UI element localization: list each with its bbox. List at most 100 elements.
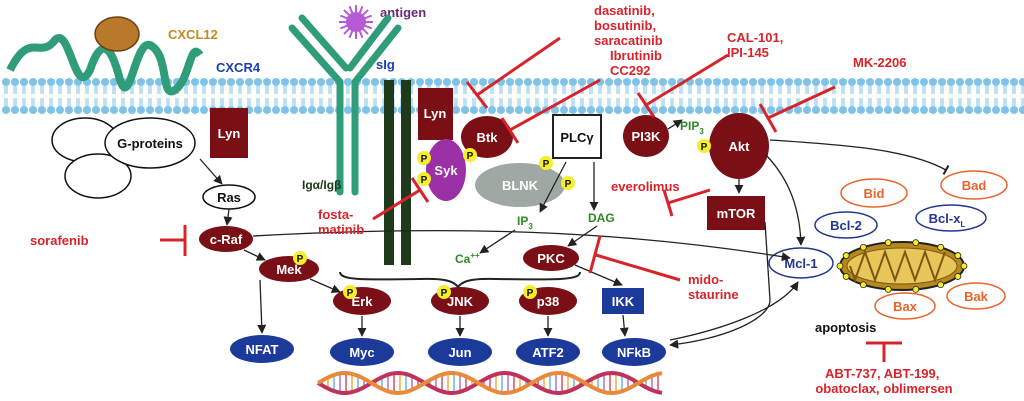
pip3-label: PIP3 [680, 119, 704, 136]
ibrutinib-label: Ibrutinib CC292 [610, 48, 666, 78]
lyn-left-box [210, 108, 248, 158]
svg-text:P: P [565, 179, 572, 190]
everolimus-label: everolimus [611, 179, 680, 194]
atf2-label: ATF2 [532, 345, 564, 360]
mtor-box [707, 196, 765, 230]
bad-label: Bad [962, 178, 987, 193]
jnk-label: JNK [447, 294, 474, 309]
btk-node [461, 116, 513, 158]
blnk-label: BLNK [502, 178, 539, 193]
igb-bar [401, 80, 411, 265]
mito-pore-dot [836, 262, 844, 270]
bax-node [874, 292, 936, 320]
svg-text:P: P [441, 288, 448, 299]
svg-text:P: P [421, 175, 428, 186]
svg-text:P: P [347, 288, 354, 299]
phospho-marker: P [697, 139, 711, 153]
ikk-box [602, 288, 644, 314]
svg-text:P: P [297, 254, 304, 265]
g-protein-circle-3 [104, 117, 196, 169]
cell-membrane [2, 78, 1024, 114]
bcl2-node [814, 211, 878, 239]
mito-pore-dot [884, 285, 892, 293]
phospho-marker: P [437, 285, 451, 299]
mito-pore-dot [937, 243, 945, 251]
pkc-node [523, 245, 579, 271]
svg-text:P: P [421, 154, 428, 165]
iga-bar [384, 80, 394, 265]
bak-node [946, 282, 1006, 310]
ikk-label: IKK [612, 294, 635, 309]
g-proteins-label: G-proteins [117, 136, 183, 151]
mitochondrion-icon [839, 241, 965, 291]
erk-label: Erk [352, 294, 374, 309]
nfkb-node [602, 338, 666, 366]
bclxl-label: Bcl-xL [929, 211, 966, 229]
mito-pore-dot [937, 281, 945, 289]
jun-node [428, 338, 492, 366]
phospho-marker: P [539, 156, 553, 170]
dag-label: DAG [588, 211, 615, 225]
fostamatinib-label: fosta- matinib [318, 207, 364, 237]
lyn-right-label: Lyn [424, 106, 447, 121]
lyn-left-label: Lyn [218, 126, 241, 141]
bak-label: Bak [964, 289, 989, 304]
myc-node [330, 338, 394, 366]
mito-pore-dot [859, 243, 867, 251]
svg-text:P: P [527, 288, 534, 299]
cxcl12-ligand [94, 16, 140, 52]
svg-text:P: P [467, 151, 474, 162]
ca-label: Ca++ [455, 251, 480, 266]
mito-pore-dot [960, 262, 968, 270]
plcg-label: PLCγ [560, 130, 594, 145]
nfat-node [230, 335, 294, 363]
mito-pore-dot [842, 273, 850, 280]
mk2206-label: MK-2206 [853, 55, 906, 70]
ip3-label: IP3 [517, 214, 533, 231]
mito-pore-dot [954, 252, 962, 259]
cxcr4-label: CXCR4 [216, 60, 261, 75]
dasatinib-label: dasatinib, bosutinib, saracatinib [594, 3, 663, 48]
sig-receptor [288, 14, 402, 196]
mtor-label: mTOR [717, 206, 756, 221]
inhibitor-lines [160, 36, 902, 362]
bclxl-node [915, 204, 987, 232]
cxcl12-label: CXCL12 [168, 27, 218, 42]
lyn-right-box [418, 88, 453, 140]
mito-pore-dot [842, 252, 850, 259]
antigen-label: antigen [380, 5, 426, 20]
bcl2-label: Bcl-2 [830, 218, 862, 233]
mito-pore-dot [954, 273, 962, 280]
bid-node [840, 178, 908, 208]
myc-label: Myc [349, 345, 374, 360]
craf-node [199, 226, 253, 252]
phospho-marker: P [293, 251, 307, 265]
svg-text:P: P [543, 159, 550, 170]
nfkb-label: NFkB [617, 345, 651, 360]
phospho-marker: P [417, 151, 431, 165]
sorafenib-label: sorafenib [30, 233, 89, 248]
pi3k-node [623, 115, 669, 157]
craf-label: c-Raf [210, 232, 243, 247]
akt-label: Akt [729, 139, 751, 154]
nfat-label: NFAT [246, 342, 279, 357]
phospho-marker: P [343, 285, 357, 299]
antigen-icon [339, 5, 373, 39]
syk-node [426, 139, 466, 201]
atf2-node [516, 338, 580, 366]
iga-igb-label: Igα/Igβ [302, 178, 341, 192]
mito-pore-dot [859, 281, 867, 289]
pkc-label: PKC [537, 251, 565, 266]
cal101-label: CAL-101, IPI-145 [727, 30, 787, 60]
g-protein-circle-2 [64, 153, 132, 199]
midostaurine-label: mido- staurine [688, 272, 739, 302]
phospho-marker: P [523, 285, 537, 299]
syk-label: Syk [434, 163, 458, 178]
akt-node [709, 113, 769, 179]
mek-label: Mek [276, 262, 302, 277]
phospho-marker: P [561, 176, 575, 190]
dna-helix-icon [316, 370, 663, 396]
bad-node [940, 170, 1008, 200]
blnk-node [475, 163, 565, 207]
